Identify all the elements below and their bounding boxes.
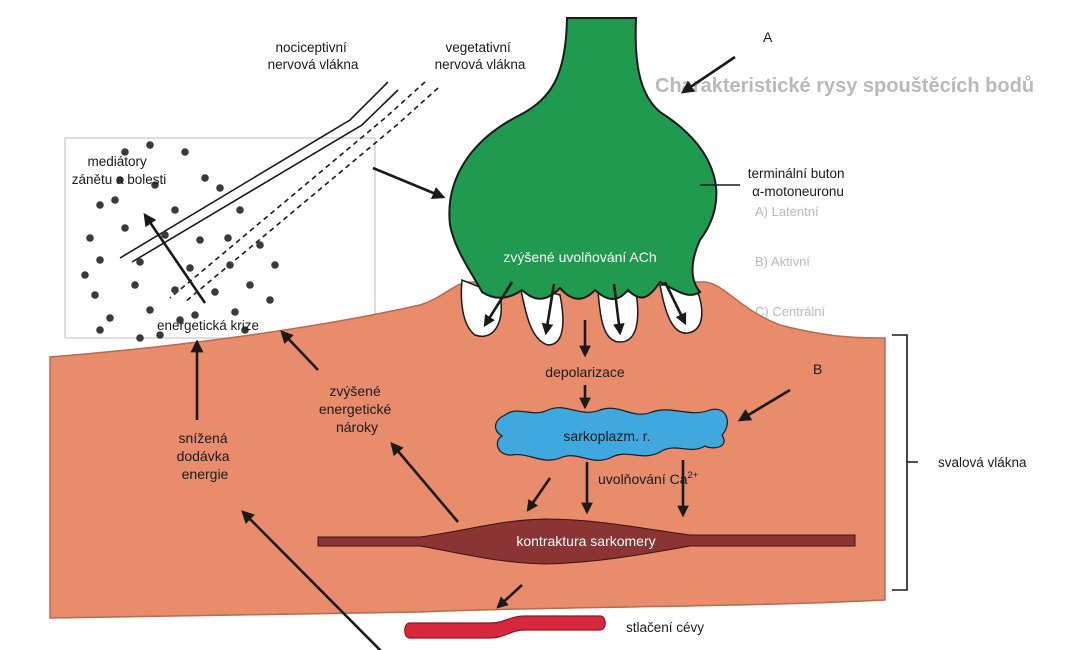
mediator-dot (246, 281, 254, 289)
mediator-dot (111, 196, 119, 204)
label-vegetative: vegetativní nervová vlákna (435, 40, 526, 72)
mediator-dot (196, 236, 204, 244)
mediator-dot (231, 308, 239, 316)
vegetative-nerve-fibers (170, 82, 438, 302)
label-calcium-text: uvolňování Ca (598, 471, 688, 487)
mediator-dot (96, 256, 104, 264)
label-reticulum: sarkoplazm. r. (563, 428, 650, 444)
label-energy-crisis: energetická krize (157, 318, 259, 333)
mediator-dot (146, 141, 154, 149)
mediator-dot (226, 261, 234, 269)
label-depolarization: depolarizace (545, 364, 625, 380)
mediator-dot (201, 174, 209, 182)
label-vessel: stlačení cévy (626, 620, 704, 635)
label-calcium-superscript: 2+ (688, 470, 699, 481)
mediator-dot (171, 206, 179, 214)
mediator-dot (136, 334, 144, 342)
mediator-dot (96, 201, 104, 209)
label-a: A (763, 29, 773, 45)
compressed-vessel (405, 616, 606, 638)
label-reduced-supply: snížená dodávka energie (177, 430, 234, 482)
mediator-dot (96, 326, 104, 334)
mediator-dot (236, 206, 244, 214)
mediator-dot (91, 291, 99, 299)
mediator-dot (186, 264, 194, 272)
mediator-dot (121, 224, 129, 232)
mediator-dot (131, 281, 139, 289)
label-muscle-fibers: svalová vlákna (938, 455, 1027, 470)
label-b: B (813, 361, 822, 377)
mediator-dot (224, 234, 232, 242)
mediator-dot (146, 306, 154, 314)
label-ach: zvýšené uvolňování ACh (503, 249, 656, 265)
mediator-dot (81, 271, 89, 279)
mediator-dot (171, 286, 179, 294)
background-heading: Charakteristické rysy spouštěcích bodů (655, 75, 1034, 97)
background-line-3: C) Centrální (755, 304, 825, 319)
mediator-dot (256, 241, 264, 249)
mediator-dot (216, 184, 224, 192)
mediator-dot (271, 261, 279, 269)
mediator-dot (136, 258, 144, 266)
mediator-dot (106, 314, 114, 322)
mediator-dot (86, 234, 94, 242)
mediator-dot (211, 288, 219, 296)
muscle-fibers-bracket (892, 335, 918, 590)
mediator-dot (266, 296, 274, 304)
background-line-2: B) Aktivní (755, 254, 810, 269)
mediator-dot (161, 231, 169, 239)
label-contracture: kontraktura sarkomery (516, 533, 655, 549)
arrow-nerve-to-bouton (373, 168, 443, 197)
label-mediators: mediátory zánětu a bolesti (72, 154, 167, 187)
label-terminal: terminální buton α-motoneuronu (748, 166, 849, 199)
background-line-1: A) Latentní (755, 204, 819, 219)
label-calcium: uvolňování Ca2+ (598, 470, 699, 487)
mediator-dot (181, 148, 189, 156)
label-nociceptive: nociceptivní nervová vlákna (268, 40, 359, 72)
